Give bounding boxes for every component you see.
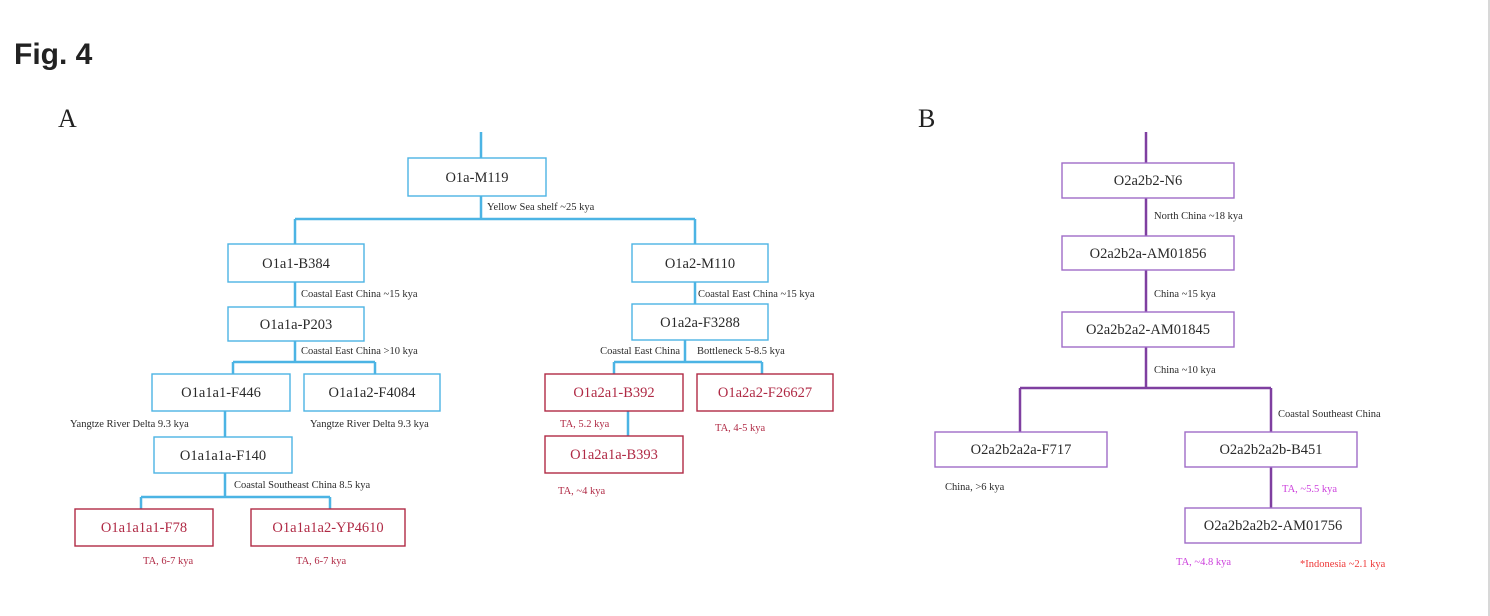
node-label: O2a2b2a-AM01856 (1090, 246, 1207, 262)
node-o1a1a1a-f140: O1a1a1a-F140 (153, 436, 293, 474)
annotation-coastal-se: Coastal Southeast China (1278, 409, 1381, 420)
node-o2a2b2a2a-f717: O2a2b2a2a-F717 (934, 431, 1108, 468)
node-label: O2a2b2a2-AM01845 (1086, 322, 1210, 338)
annotation-ta-55: TA, ~5.5 kya (1282, 484, 1337, 495)
node-label: O1a2-M110 (665, 256, 735, 272)
annotation-coastal-east-china: Coastal East China (600, 346, 680, 357)
node-o1a1a1-f446: O1a1a1-F446 (151, 373, 291, 412)
annotation-ta-52: TA, 5.2 kya (560, 419, 610, 430)
node-label: O1a1a1a-F140 (180, 448, 266, 464)
node-label: O2a2b2a2a-F717 (971, 442, 1072, 458)
node-o1a1a-p203: O1a1a-P203 (227, 306, 365, 342)
annotation-china-6: China, >6 kya (945, 482, 1005, 493)
node-label: O1a2a2-F26627 (718, 385, 812, 401)
annotation-yangtze-left: Yangtze River Delta 9.3 kya (70, 419, 189, 430)
panel-b-letter: B (918, 104, 936, 133)
node-o1a2-m110: O1a2-M110 (631, 243, 769, 283)
node-o1a1a1a1-f78: O1a1a1a1-F78 (74, 508, 214, 547)
node-label: O1a2a-F3288 (660, 315, 740, 331)
node-o1a2a1a-b393: O1a2a1a-B393 (544, 435, 684, 474)
panel-a-annotations: Yellow Sea shelf ~25 kya Coastal East Ch… (70, 202, 815, 567)
node-label: O1a2a1a-B393 (570, 447, 658, 463)
page-edge-rule (1488, 0, 1490, 616)
panel-a-connectors (139, 132, 764, 509)
annotation-yellow-sea: Yellow Sea shelf ~25 kya (487, 202, 595, 213)
node-o2a2b2a2-am01845: O2a2b2a2-AM01845 (1061, 311, 1235, 348)
node-label: O2a2b2a2b2-AM01756 (1204, 518, 1343, 534)
node-o1a-m119: O1a-M119 (407, 157, 547, 197)
panel-b-annotations: North China ~18 kya China ~15 kya China … (945, 211, 1386, 570)
annotation-north-china: North China ~18 kya (1154, 211, 1243, 222)
annotation-coastal-east-15-right: Coastal East China ~15 kya (698, 289, 815, 300)
node-o2a2b2a2b-b451: O2a2b2a2b-B451 (1184, 431, 1358, 468)
node-o2a2b2a-am01856: O2a2b2a-AM01856 (1061, 235, 1235, 271)
node-label: O2a2b2-N6 (1114, 173, 1182, 189)
annotation-ta-48: TA, ~4.8 kya (1176, 557, 1231, 568)
annotation-bottleneck: Bottleneck 5-8.5 kya (697, 346, 785, 357)
node-label: O1a-M119 (445, 170, 508, 186)
annotation-china-10: China ~10 kya (1154, 365, 1216, 376)
node-o2a2b2a2b2-am01756: O2a2b2a2b2-AM01756 (1184, 507, 1362, 544)
node-o1a1-b384: O1a1-B384 (227, 243, 365, 283)
node-o2a2b2-n6: O2a2b2-N6 (1061, 162, 1235, 199)
node-o1a2a1-b392: O1a2a1-B392 (544, 373, 684, 412)
figure-title: Fig. 4 (14, 38, 93, 71)
node-label: O1a1a2-F4084 (329, 385, 417, 401)
node-label: O1a1a1a1-F78 (101, 520, 187, 536)
node-label: O2a2b2a2b-B451 (1219, 442, 1322, 458)
node-o1a1a2-f4084: O1a1a2-F4084 (303, 373, 441, 412)
annotation-china-15: China ~15 kya (1154, 289, 1216, 300)
node-label: O1a1a1a2-YP4610 (272, 520, 383, 536)
node-label: O1a1a1-F446 (181, 385, 261, 401)
annotation-ta-4: TA, ~4 kya (558, 486, 605, 497)
panel-b-connectors (1018, 132, 1273, 508)
node-o1a1a1a2-yp4610: O1a1a1a2-YP4610 (250, 508, 406, 547)
annotation-yangtze-right: Yangtze River Delta 9.3 kya (310, 419, 429, 430)
annotation-coastal-east-15-left: Coastal East China ~15 kya (301, 289, 418, 300)
annotation-ta-67-left: TA, 6-7 kya (143, 556, 194, 567)
annotation-ta-67-right: TA, 6-7 kya (296, 556, 347, 567)
annotation-ta-45: TA, 4-5 kya (715, 423, 766, 434)
annotation-indonesia: *Indonesia ~2.1 kya (1300, 559, 1386, 570)
annotation-coastal-east-10: Coastal East China >10 kya (301, 346, 418, 357)
node-o1a2a-f3288: O1a2a-F3288 (631, 303, 769, 341)
panel-a-letter: A (58, 104, 77, 133)
annotation-coastal-se-85: Coastal Southeast China 8.5 kya (234, 480, 371, 491)
node-o1a2a2-f26627: O1a2a2-F26627 (696, 373, 834, 412)
node-label: O1a1-B384 (262, 256, 330, 272)
node-label: O1a2a1-B392 (573, 385, 654, 401)
node-label: O1a1a-P203 (260, 317, 333, 333)
